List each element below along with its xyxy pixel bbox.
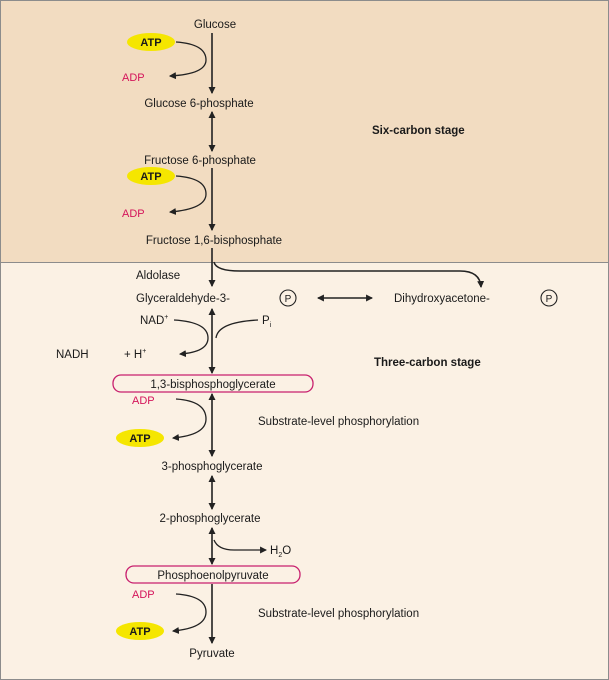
cofactor-pi: Pi (262, 315, 272, 329)
adp-label-3: ADP (132, 395, 155, 407)
metabolite-phosphoenolpyruvate: Phosphoenolpyruvate (157, 570, 268, 582)
adp-label-2: ADP (122, 208, 145, 220)
metabolite-glyceraldehyde-3-phosphate: Glyceraldehyde-3- (136, 293, 230, 305)
atp-badge-3 (116, 429, 164, 447)
pathway-arrows (208, 33, 485, 645)
atp-label-2: ATP (140, 171, 161, 183)
metabolite-glucose: Glucose (194, 19, 236, 31)
metabolite-dihydroxyacetone-phosphate: Dihydroxyacetone- (394, 293, 490, 305)
phosphate-icon-dhap (540, 289, 558, 307)
atp-label-3: ATP (129, 433, 150, 445)
cofactor-nadh: NADH (56, 349, 89, 361)
six-carbon-stage-panel (0, 0, 609, 263)
atp-badge-2 (127, 167, 175, 185)
atp-badge-4 (116, 622, 164, 640)
phosphate-symbol-dhap: P (546, 294, 553, 305)
metabolite-2-phosphoglycerate: 2-phosphoglycerate (159, 513, 260, 525)
atp-badge-1 (127, 33, 175, 51)
curve-water-out (213, 539, 268, 554)
annotation-substrate-level-1: Substrate-level phosphorylation (258, 416, 419, 428)
annotation-substrate-level-2: Substrate-level phosphorylation (258, 608, 419, 620)
metabolite-glucose-6-phosphate: Glucose 6-phosphate (144, 98, 253, 110)
curve-nad-nadh (173, 319, 209, 358)
metabolite-pyruvate: Pyruvate (189, 648, 234, 660)
phosphate-symbol-g3p: P (285, 294, 292, 305)
phosphate-icon-g3p (279, 289, 297, 307)
arrow-f16bp-to-dhap (213, 261, 485, 289)
byproduct-water: H2O (270, 545, 291, 559)
metabolite-fructose-6-phosphate: Fructose 6-phosphate (144, 155, 256, 167)
curve-adp-atp-1 (171, 398, 207, 441)
atp-label-4: ATP (129, 626, 150, 638)
metabolite-fructose-1-6-bisphosphate: Fructose 1,6-bisphosphate (146, 235, 282, 247)
cofactor-curves (168, 41, 268, 634)
cofactor-nad: NAD+ (140, 314, 168, 327)
atp-label-1: ATP (140, 37, 161, 49)
curve-pi-in (215, 319, 259, 339)
three-carbon-stage-label: Three-carbon stage (374, 357, 481, 369)
highlight-box-bpg (112, 374, 314, 393)
cofactor-hydrogen-ion: + H+ (124, 348, 146, 361)
metabolite-3-phosphoglycerate: 3-phosphoglycerate (161, 461, 262, 473)
three-carbon-stage-panel (0, 262, 609, 680)
adp-label-1: ADP (122, 72, 145, 84)
metabolite-1-3-bisphosphoglycerate: 1,3-bisphosphoglycerate (150, 379, 275, 391)
curve-adp-atp-2 (171, 593, 207, 634)
enzyme-aldolase: Aldolase (136, 270, 180, 282)
adp-label-4: ADP (132, 589, 155, 601)
six-carbon-stage-label: Six-carbon stage (372, 125, 465, 137)
curve-atp-adp-1 (168, 41, 207, 80)
curve-atp-adp-2 (168, 175, 207, 215)
highlight-box-pep (125, 565, 301, 584)
